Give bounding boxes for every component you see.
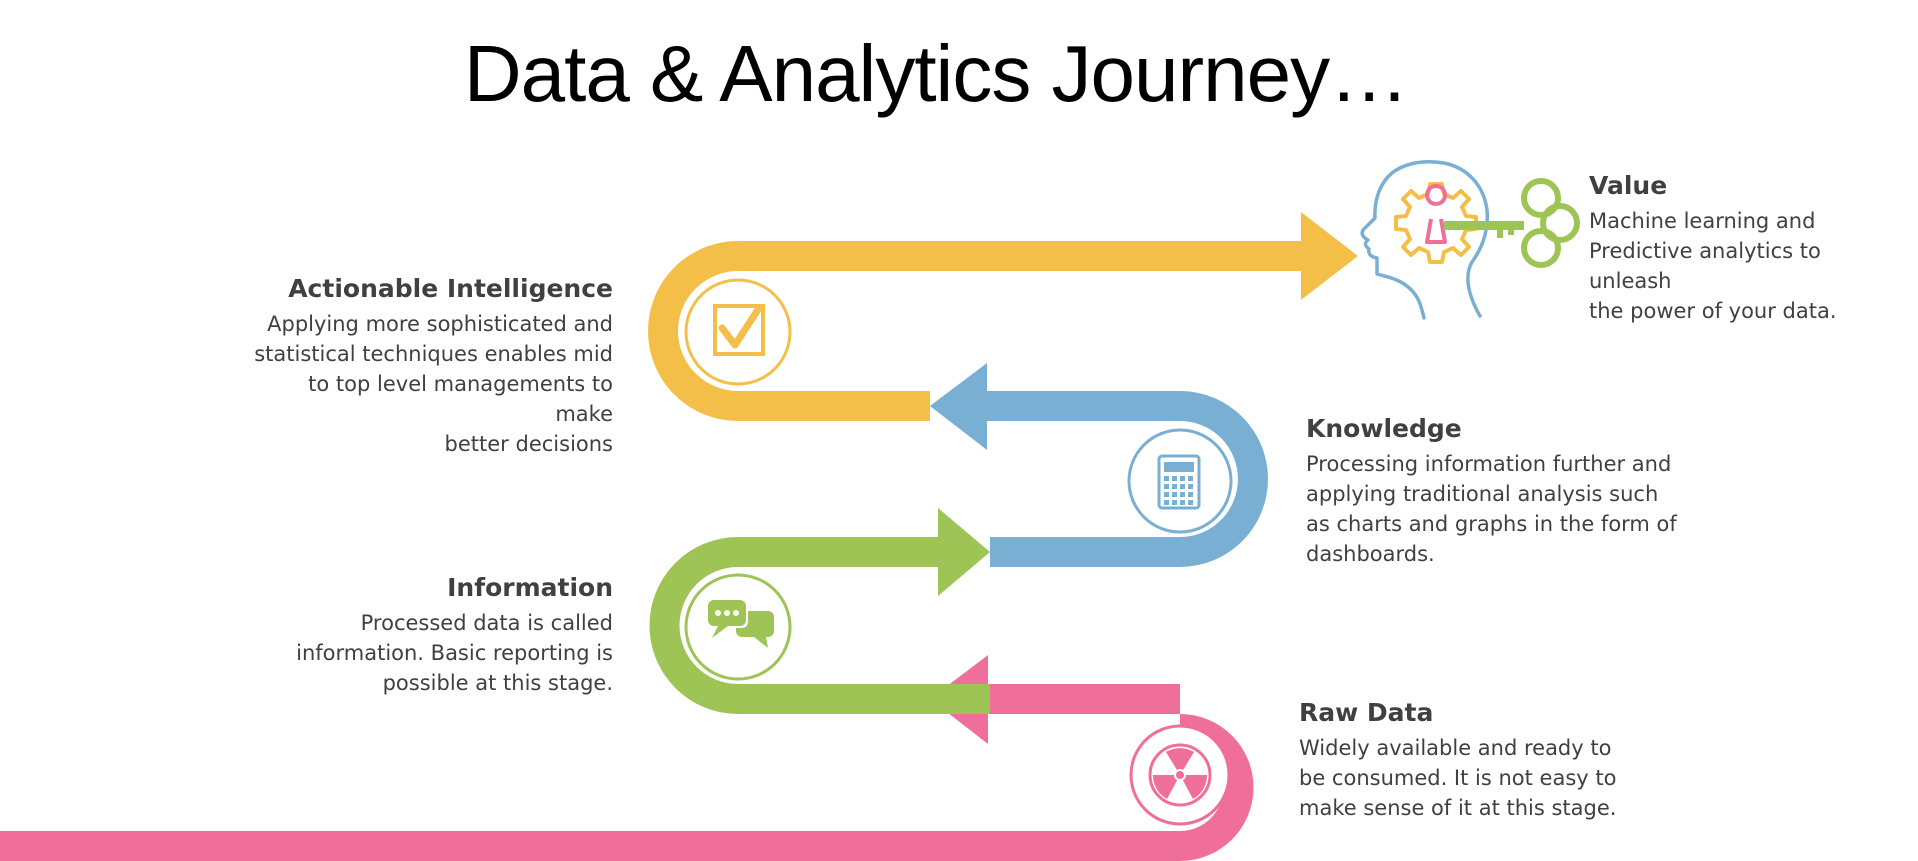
stage-information-line: Processed data is called xyxy=(360,611,613,635)
calculator-icon xyxy=(1127,428,1233,534)
stage-actionable-heading: Actionable Intelligence xyxy=(288,274,613,303)
stage-actionable-line: better decisions xyxy=(444,432,613,456)
stage-actionable-line: Applying more sophisticated and xyxy=(267,312,613,336)
raw-data-band xyxy=(0,655,1254,861)
chat-bubbles-icon xyxy=(684,573,792,681)
calculator-key xyxy=(1164,492,1169,497)
stage-knowledge-line: dashboards. xyxy=(1306,542,1435,566)
stage-knowledge-line: as charts and graphs in the form of xyxy=(1306,512,1677,536)
calculator-key xyxy=(1172,484,1177,489)
calculator-key xyxy=(1180,484,1185,489)
checkbox-icon xyxy=(684,278,792,386)
information-band xyxy=(649,508,990,714)
stage-value: Value Machine learning and Predictive an… xyxy=(1589,171,1909,326)
stage-value-line: Predictive analytics to unleash xyxy=(1589,239,1821,293)
calculator-key xyxy=(1172,500,1177,505)
calculator-key xyxy=(1188,476,1193,481)
calculator-key xyxy=(1164,500,1169,505)
stage-information-line: information. Basic reporting is xyxy=(296,641,613,665)
stage-information: Information Processed data is called inf… xyxy=(290,573,613,698)
stage-actionable-line: statistical techniques enables mid xyxy=(254,342,613,366)
calculator-key xyxy=(1164,476,1169,481)
stage-raw-data-heading: Raw Data xyxy=(1299,698,1434,727)
stage-raw-data-line: make sense of it at this stage. xyxy=(1299,796,1617,820)
radiation-icon xyxy=(1129,724,1231,826)
stage-raw-data-line: Widely available and ready to xyxy=(1299,736,1612,760)
stage-information-heading: Information xyxy=(447,573,613,602)
head-gear-key-icon xyxy=(1360,160,1580,320)
stage-knowledge-heading: Knowledge xyxy=(1306,414,1462,443)
stage-actionable-intelligence: Actionable Intelligence Applying more so… xyxy=(250,274,613,459)
actionable-band xyxy=(648,212,1358,421)
stage-information-line: possible at this stage. xyxy=(382,671,613,695)
knowledge-band xyxy=(930,363,1268,567)
calculator-key xyxy=(1188,492,1193,497)
stage-raw-data-line: be consumed. It is not easy to xyxy=(1299,766,1617,790)
calculator-key xyxy=(1180,492,1185,497)
stage-knowledge-line: Processing information further and xyxy=(1306,452,1672,476)
calculator-key xyxy=(1180,500,1185,505)
calculator-key xyxy=(1172,476,1177,481)
stage-value-heading: Value xyxy=(1589,171,1668,200)
calculator-key xyxy=(1188,484,1193,489)
calculator-key xyxy=(1188,500,1193,505)
stage-value-line: the power of your data. xyxy=(1589,299,1837,323)
calculator-key xyxy=(1172,492,1177,497)
calculator-key xyxy=(1164,484,1169,489)
stage-value-line: Machine learning and xyxy=(1589,209,1816,233)
calculator-key xyxy=(1180,476,1185,481)
page-title: Data & Analytics Journey… xyxy=(463,29,1409,118)
stage-knowledge-line: applying traditional analysis such xyxy=(1306,482,1659,506)
stage-raw-data: Raw Data Widely available and ready to b… xyxy=(1299,698,1629,823)
stage-knowledge: Knowledge Processing information further… xyxy=(1306,414,1696,569)
stage-actionable-line: to top level managements to make xyxy=(308,372,613,426)
